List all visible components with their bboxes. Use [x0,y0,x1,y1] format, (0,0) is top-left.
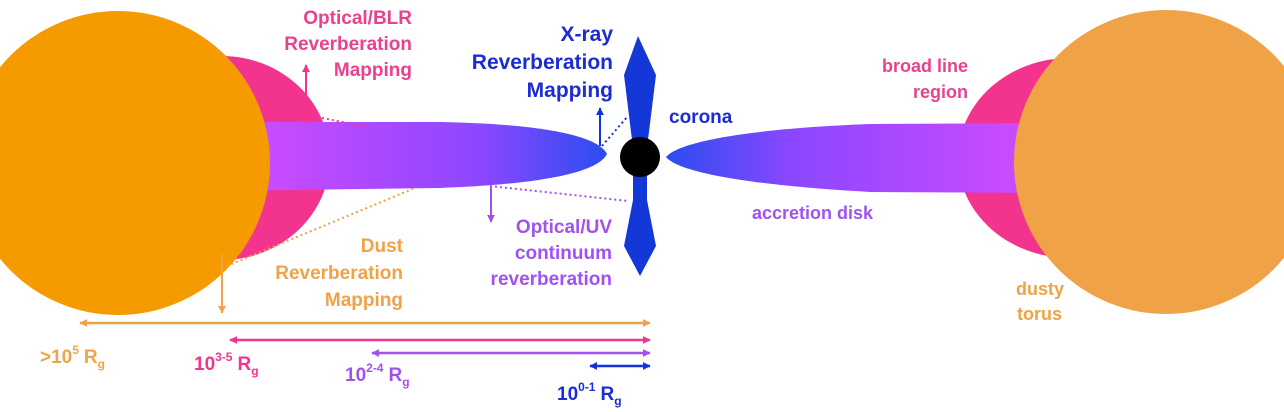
dusty-torus-label: dusty torus [1016,279,1064,324]
dusty-torus-label-line1: dusty [1016,279,1064,299]
optical-uv-label-line3: reverberation [491,269,612,290]
optical-blr-label-line2: Reverberation [284,34,412,55]
xray-leader [601,115,629,147]
xray-label-line3: Mapping [527,79,613,102]
dust-label-line2: Reverberation [275,263,403,284]
broad-line-region-label-line2: region [913,82,968,102]
broad-line-region-label: broad line region [882,56,968,102]
dust-label: Dust Reverberation Mapping [275,236,403,311]
optical-blr-label-line3: Mapping [334,60,412,81]
optical-blr-label: Optical/BLR Reverberation Mapping [284,8,412,81]
dust-label-line1: Dust [361,236,404,257]
corona-label: corona [669,107,733,128]
optical-uv-label-line2: continuum [515,243,612,264]
broad-line-region-label-line1: broad line [882,56,968,76]
optical-uv-label: Optical/UV continuum reverberation [491,217,613,290]
xray-label-line2: Reverberation [472,51,613,74]
dusty-torus-label-line2: torus [1017,304,1062,324]
xray-label: X-ray Reverberation Mapping [472,23,614,102]
accretion-disk-label: accretion disk [752,203,874,223]
optuv-leader [489,185,629,202]
dust-label-line3: Mapping [325,290,403,311]
black-hole [620,137,660,177]
xray-label-line1: X-ray [560,23,613,46]
dusty-torus-left [0,11,270,315]
dusty-torus-right [1014,10,1284,314]
optical-uv-label-line1: Optical/UV [516,217,612,238]
optical-blr-label-line1: Optical/BLR [303,8,412,29]
